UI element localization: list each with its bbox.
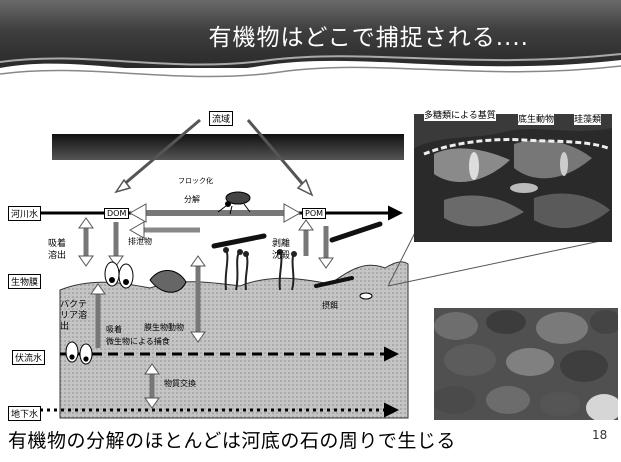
material-exchange-label: 物質交換 xyxy=(164,379,196,388)
microbe-cluster-2 xyxy=(65,341,93,365)
zone-groundwater: 地下水 xyxy=(8,406,42,421)
microbe-cluster-1 xyxy=(104,261,134,289)
larva-3 xyxy=(314,276,354,288)
adsorption-label: 吸着 xyxy=(48,239,67,249)
sedimentation-label: 沈殿 xyxy=(272,251,291,261)
bacteria-elution-label: バクテリア溶出 xyxy=(60,300,88,332)
dom-label: DOM xyxy=(104,208,130,219)
inset-benthic-label: 底生動物 xyxy=(518,112,555,125)
detachment-label: 剥離 xyxy=(272,239,291,249)
aquatic-insect xyxy=(217,191,251,215)
title-wave-decoration xyxy=(0,53,621,108)
zone-river-water: 河川水 xyxy=(8,206,42,221)
riverbed-stones-photo xyxy=(434,308,618,420)
organic-matter-diagram xyxy=(40,118,409,419)
pom-label: POM xyxy=(302,208,327,219)
slide-title: 有機物はどこで捕捉される.... xyxy=(208,25,529,51)
microbial-predation-label: 微生物による捕食 xyxy=(106,337,170,346)
watershed-label: 流域 xyxy=(209,111,234,126)
biofilm-closeup-image xyxy=(414,114,612,242)
slide-caption: 有機物の分解のほとんどは河底の石の周りで生じる xyxy=(8,430,456,452)
watershed-to-pom-arrow xyxy=(246,119,308,189)
inset-diatom-label: 珪藻類 xyxy=(574,112,602,125)
inset-polysaccharide-label: 多糖類による基質 xyxy=(424,108,496,121)
mat-feeders-label: 膜生物動物 xyxy=(144,323,184,332)
watershed-to-dom-arrow xyxy=(121,118,201,188)
algae-heads xyxy=(223,247,297,257)
zone-biofilm: 生物膜 xyxy=(8,274,42,289)
egg xyxy=(359,292,373,300)
decomposition-label: 分解 xyxy=(184,195,200,204)
feeding-label: 摂餌 xyxy=(322,301,338,310)
adsorption2-label: 吸着 xyxy=(106,325,122,334)
excretion-label: 排泄物 xyxy=(128,237,152,246)
snail xyxy=(149,270,187,293)
watershed-bar xyxy=(52,134,404,160)
elution-label: 溶出 xyxy=(48,251,67,261)
zone-hyporheic: 伏流水 xyxy=(12,350,46,365)
flocculation-label: フロック化 xyxy=(178,177,213,185)
page-number: 18 xyxy=(592,428,608,442)
larva-2 xyxy=(329,221,383,243)
larva-1 xyxy=(211,233,267,249)
